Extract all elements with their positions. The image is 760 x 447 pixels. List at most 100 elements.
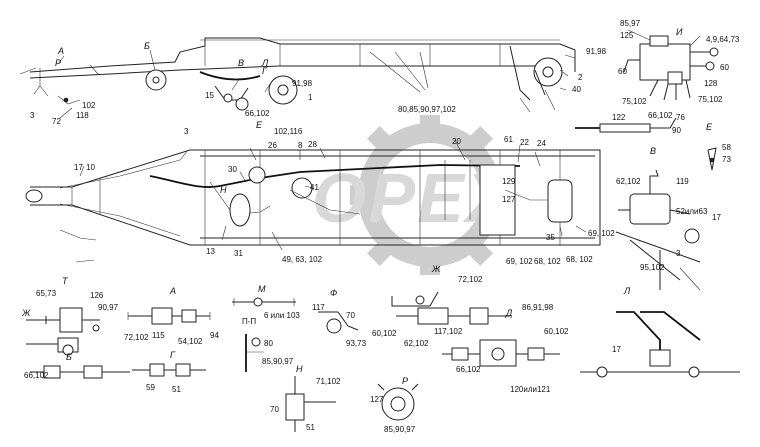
label-54-102: 54,102 [178,337,203,346]
label-3-top: 3 [30,111,35,120]
callout-zh-left: Ж [21,308,31,318]
label-71-102: 71,102 [316,377,341,386]
label-26: 26 [268,141,277,150]
label-15: 15 [205,91,214,100]
label-115: 115 [152,331,165,340]
label-41: 41 [310,183,319,192]
label-118: 118 [76,111,89,120]
label-117-102: 117,102 [434,327,463,336]
label-22: 22 [520,138,529,147]
label-8: 8 [298,141,303,150]
callout-l-bottom: Л [623,286,631,296]
label-1: 1 [308,93,313,102]
callout-zh: Ж [431,264,441,274]
label-51-b: 51 [306,423,315,432]
label-2: 2 [578,73,583,82]
label-91-98-b: 91,98 [292,79,313,88]
label-51-a: 51 [172,385,181,394]
label-93-73: 93,73 [346,339,367,348]
callout-labels: А Б Р В Л Г Е 91,98 91,98 2 40 1 66,102 … [21,19,740,434]
callout-r: Р [55,58,61,68]
callout-v-right: В [650,146,656,156]
label-73: 73 [722,155,731,164]
label-62-102-b: 62,102 [404,339,429,348]
label-102-a: 102 [82,101,96,110]
label-72-102-a: 72,102 [124,333,149,342]
label-95-102: 95,102 [640,263,665,272]
label-49-63-102: 49, 63, 102 [282,255,323,264]
label-86-91-98: 86,91,98 [522,303,554,312]
label-3-right: 3 [676,249,681,258]
callout-e: Е [256,120,263,130]
label-6-103: 6 или 103 [264,311,300,320]
label-119: 119 [676,177,689,186]
label-4-9-64-73: 4,9,64,73 [706,35,740,44]
label-72: 72 [52,117,61,126]
callout-t: Т [62,276,69,286]
callout-l: Л [261,58,269,68]
label-62-102: 62,102 [616,177,641,186]
label-90-97: 90,97 [98,303,119,312]
callout-i: И [676,27,683,37]
label-3-frame: 3 [184,127,189,136]
callout-b-bottom: Б [66,352,72,362]
label-70-a: 70 [346,311,355,320]
label-80-bottom: 80 [264,339,273,348]
label-90: 90 [672,126,681,135]
callout-n-frame: Н [220,185,227,195]
label-66-102-b: 66,102 [648,111,673,120]
detail-i-valve [623,29,719,101]
callout-m: М [258,284,266,294]
label-61: 61 [504,135,513,144]
bottom-details [26,291,740,432]
label-127: 127 [502,195,516,204]
label-60-a: 60 [618,67,627,76]
label-128: 128 [704,79,718,88]
label-31: 31 [234,249,243,258]
label-60-102-a: 60,102 [372,329,397,338]
label-72-102-b: 72,102 [458,275,483,284]
label-76: 76 [676,113,685,122]
label-40: 40 [572,85,581,94]
label-125: 125 [620,31,634,40]
callout-f: Ф [330,288,337,298]
label-120-121: 120или121 [510,385,551,394]
label-17-right: 17 [712,213,721,222]
label-69-102-b: 69, 102 [506,257,533,266]
callout-g-bottom: Г [170,350,176,360]
rod-detail [575,117,717,171]
label-66-102-c: 66,102 [24,371,49,380]
callout-d: Д [505,308,513,318]
label-59: 59 [146,383,155,392]
label-117: 117 [312,303,325,312]
label-80-85-90-97-102: 80,85,90,97,102 [398,105,456,114]
callout-v: В [238,58,244,68]
label-24: 24 [537,139,546,148]
label-28: 28 [308,140,317,149]
label-70-b: 70 [270,405,279,414]
label-17-bottom: 17 [612,345,621,354]
leader-lines [57,49,587,251]
label-60-b: 60 [720,63,729,72]
label-122: 122 [612,113,626,122]
label-85-90-97-a: 85,90,97 [262,357,294,366]
label-68-102-b: 68, 102 [566,255,593,264]
chassis-side-view [19,37,576,119]
label-60-102-b: 60,102 [544,327,569,336]
frame-plan-view [25,149,601,263]
callout-n-bottom: Н [296,364,303,374]
detail-v-valve [615,169,701,291]
label-94: 94 [210,331,219,340]
label-75-102-b: 75,102 [698,95,723,104]
label-126: 126 [90,291,104,300]
callout-e-right: Е [706,122,713,132]
callout-g: Г [262,66,268,76]
label-66-102-d: 66,102 [456,365,481,374]
callout-a: А [57,46,64,56]
label-58: 58 [722,143,731,152]
label-52-63: 52или63 [676,207,708,216]
label-35: 35 [546,233,555,242]
callout-r-bottom: Р [402,376,408,386]
label-20: 20 [452,137,461,146]
